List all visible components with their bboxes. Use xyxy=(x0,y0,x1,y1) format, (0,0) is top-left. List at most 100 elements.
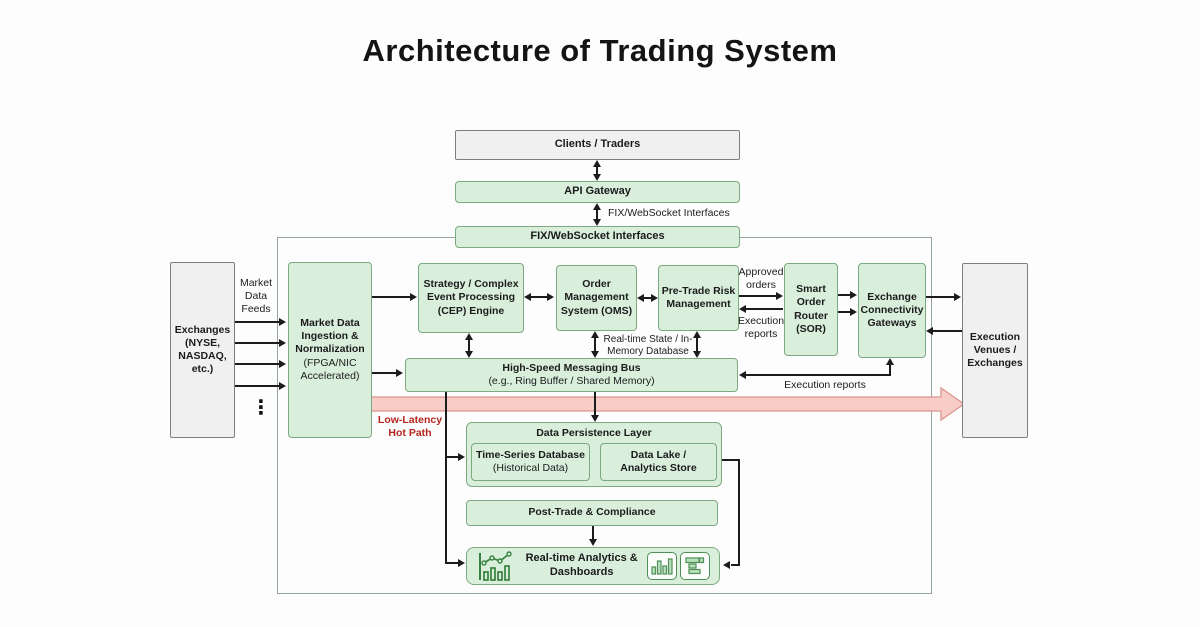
arrowhead xyxy=(593,203,601,210)
arrowhead xyxy=(279,360,286,368)
arrowhead xyxy=(637,294,644,302)
edge-label-hot-path: Low-Latency Hot Path xyxy=(377,414,443,439)
node-data-lake-label: Data Lake / Analytics Store xyxy=(620,448,697,474)
feeds-ellipsis: ⋮ xyxy=(251,397,271,419)
arrowhead xyxy=(850,308,857,316)
arrowhead xyxy=(410,293,417,301)
edge-label-fix-ws: FIX/WebSocket Interfaces xyxy=(608,207,730,219)
edge-cep-bus xyxy=(468,340,470,352)
arrowhead xyxy=(739,305,746,313)
node-fix-websocket-label: FIX/WebSocket Interfaces xyxy=(530,230,665,243)
edge-feed-1 xyxy=(235,321,280,323)
edge-oms-bus xyxy=(594,338,596,352)
node-execution-venues: Execution Venues / Exchanges xyxy=(962,263,1028,438)
node-cep-engine: Strategy / Complex Event Processing (CEP… xyxy=(418,263,524,333)
edge-oms-pretrade xyxy=(644,297,652,299)
arrowhead xyxy=(954,293,961,301)
edge-api-fix xyxy=(596,210,598,220)
node-exchanges-title: Exchanges xyxy=(174,323,231,336)
arrowhead xyxy=(723,561,730,569)
node-ecg-label: Exchange Connectivity Gateways xyxy=(860,290,924,330)
arrowhead xyxy=(739,371,746,379)
node-bus-sub: (e.g., Ring Buffer / Shared Memory) xyxy=(488,375,655,387)
arrowhead xyxy=(886,358,894,365)
arrowhead xyxy=(279,339,286,347)
edge-feed-2 xyxy=(235,342,280,344)
arrowhead xyxy=(524,293,531,301)
node-api-gateway: API Gateway xyxy=(455,181,740,203)
combo-chart-icon xyxy=(479,550,512,581)
edge-mdi-bus xyxy=(372,372,397,374)
edge-label-approved-orders: Approved orders xyxy=(738,266,784,291)
edge-sor-ecg-top xyxy=(838,294,851,296)
node-cep-label: Strategy / Complex Event Processing (CEP… xyxy=(423,278,519,317)
node-tsdb-title: Time-Series Database xyxy=(476,448,585,461)
edge-cep-oms xyxy=(531,296,548,298)
arrowhead xyxy=(693,331,701,338)
arrowhead xyxy=(693,351,701,358)
report-icon xyxy=(679,552,710,580)
arrowhead xyxy=(593,219,601,226)
arrowhead xyxy=(593,160,601,167)
arrowhead xyxy=(926,327,933,335)
node-clients-traders-label: Clients / Traders xyxy=(554,138,641,151)
edge-feed-4 xyxy=(235,385,280,387)
node-post-trade: Post-Trade & Compliance xyxy=(466,500,718,526)
edge-dpl-right-2 xyxy=(738,459,740,565)
node-oms: Order Management System (OMS) xyxy=(556,265,637,331)
node-market-data-ingestion: Market Data Ingestion & Normalization (F… xyxy=(288,262,372,438)
edge-ecg-venues xyxy=(926,296,955,298)
arrowhead xyxy=(591,415,599,422)
arrowhead xyxy=(465,351,473,358)
edge-label-market-data-feeds: Market Data Feeds xyxy=(239,277,273,315)
edge-execreports-horiz xyxy=(746,374,891,376)
edge-sor-pretrade xyxy=(746,308,783,310)
node-mdi-title: Market Data Ingestion & Normalization xyxy=(295,317,365,356)
arrowhead xyxy=(651,294,658,302)
edge-dpl-right-3 xyxy=(731,564,740,566)
node-api-gateway-label: API Gateway xyxy=(564,185,631,198)
arrowhead xyxy=(593,174,601,181)
arrowhead xyxy=(591,351,599,358)
edge-label-execution-reports: Execution reports xyxy=(737,315,785,340)
node-dpl-title: Data Persistence Layer xyxy=(536,427,652,439)
edge-bus-trunk xyxy=(445,392,447,564)
edge-pretrade-bus xyxy=(696,338,698,352)
edge-dpl-right-1 xyxy=(722,459,740,461)
arrowhead xyxy=(589,539,597,546)
edge-execreports-vert xyxy=(889,365,891,375)
bar-chart-icon xyxy=(647,552,678,580)
node-timeseries-db: Time-Series Database (Historical Data) xyxy=(471,443,590,481)
arrowhead xyxy=(279,318,286,326)
node-post-trade-label: Post-Trade & Compliance xyxy=(528,506,656,519)
node-venues-label: Execution Venues / Exchanges xyxy=(967,330,1023,370)
node-fix-websocket: FIX/WebSocket Interfaces xyxy=(455,226,740,248)
edge-sor-ecg-bottom xyxy=(838,311,851,313)
node-tsdb-sub: (Historical Data) xyxy=(492,462,569,474)
node-exchange-connectivity: Exchange Connectivity Gateways xyxy=(858,263,926,358)
node-mdi-sub: (FPGA/NIC Accelerated) xyxy=(300,356,360,382)
edge-posttrade-rta xyxy=(592,526,594,540)
node-realtime-analytics: Real-time Analytics & Dashboards xyxy=(466,547,720,585)
arrowhead xyxy=(458,453,465,461)
node-bus-title: High-Speed Messaging Bus xyxy=(502,361,641,374)
arrowhead xyxy=(279,382,286,390)
arrowhead xyxy=(591,331,599,338)
edge-pretrade-sor xyxy=(739,295,777,297)
arrowhead xyxy=(465,333,473,340)
node-messaging-bus: High-Speed Messaging Bus (e.g., Ring Buf… xyxy=(405,358,738,392)
arrowhead xyxy=(547,293,554,301)
node-oms-label: Order Management System (OMS) xyxy=(560,278,633,317)
arrowhead xyxy=(850,291,857,299)
edge-feed-3 xyxy=(235,363,280,365)
node-clients-traders: Clients / Traders xyxy=(455,130,740,160)
edge-trunk-rta xyxy=(445,562,459,564)
hot-path-arrow xyxy=(370,386,966,422)
arrowhead xyxy=(396,369,403,377)
edge-label-realtime-state: Real-time State / In-Memory Database xyxy=(603,334,693,358)
node-pre-trade-risk: Pre-Trade Risk Management xyxy=(658,265,739,331)
edge-clients-api xyxy=(596,167,598,175)
edge-bus-dpl xyxy=(594,392,596,416)
arrowhead xyxy=(776,292,783,300)
node-smart-order-router: Smart Order Router (SOR) xyxy=(784,263,838,356)
